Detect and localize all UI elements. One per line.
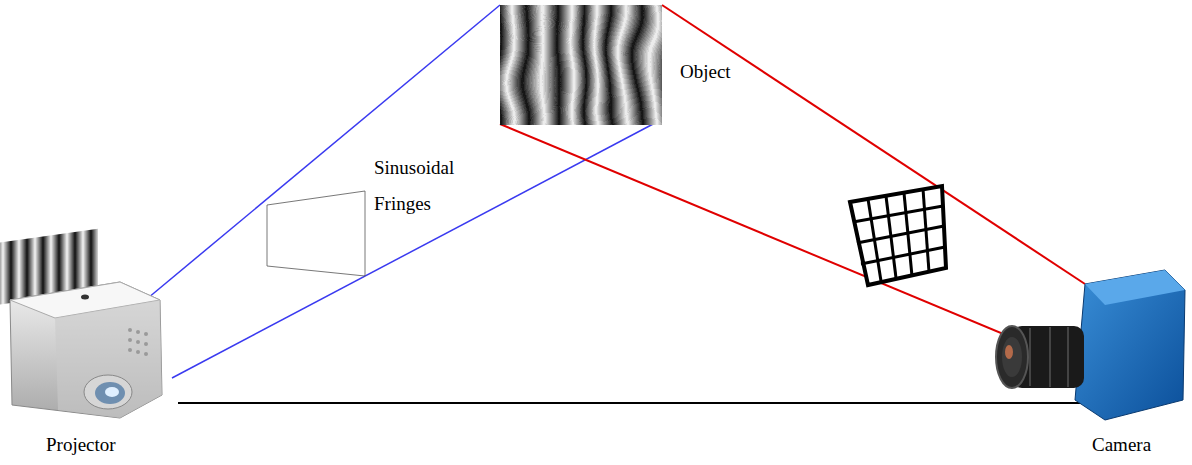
fringes-label: Sinusoidal Fringes xyxy=(374,150,470,222)
object-fringe-image xyxy=(500,5,662,125)
camera-label: Camera xyxy=(1092,433,1151,457)
camera-icon xyxy=(996,106,1185,420)
projection-ray xyxy=(172,123,655,378)
projector-icon xyxy=(10,282,162,418)
projector-label: Projector xyxy=(46,433,116,457)
camera-ray xyxy=(500,124,1020,341)
object-label: Object xyxy=(680,60,731,84)
fringe-pattern-outline xyxy=(267,191,365,276)
baseline xyxy=(178,402,1128,404)
projection-ray xyxy=(148,5,500,298)
camera-ray xyxy=(662,5,1085,284)
sensor-grid xyxy=(850,186,946,285)
